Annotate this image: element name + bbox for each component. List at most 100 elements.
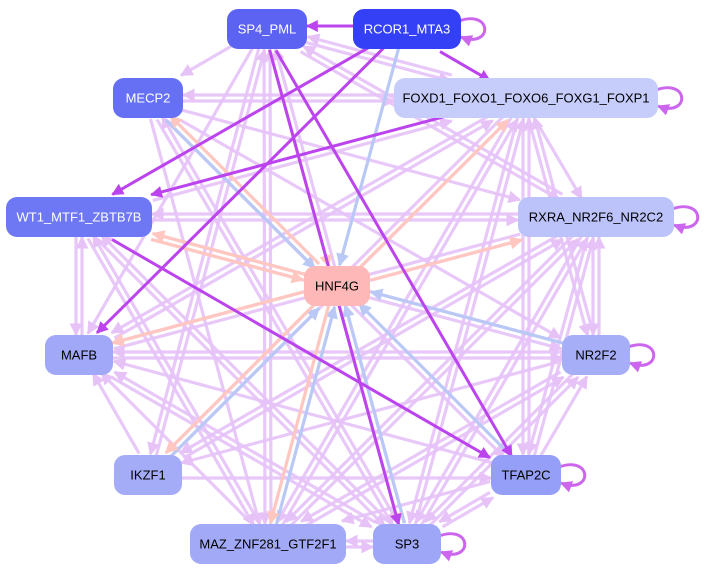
edge-sp4-to-maz	[258, 49, 272, 526]
edge-mafb-to-sp3	[110, 375, 373, 529]
edge-foxd1-to-maz	[275, 115, 514, 524]
edge-foxd1-to-sp4	[306, 33, 453, 77]
edge-foxd1-to-mafb	[110, 114, 491, 335]
node-label-ikzf1: IKZF1	[130, 468, 165, 483]
edge-hnf4g-to-mecp2	[169, 114, 321, 266]
node-rcor1[interactable]: RCOR1_MTA3	[353, 9, 461, 49]
edge-tfap2c-to-hnf4g	[357, 302, 510, 455]
edge-maz-to-sp4	[263, 47, 277, 524]
self-loop-nr2f2	[627, 343, 656, 373]
node-box-hnf4g[interactable]	[304, 266, 370, 306]
edge-hnf4g-to-rxra	[370, 236, 523, 282]
edge-rcor1-to-wt1	[111, 45, 372, 196]
edge-wt1-to-hnf4g	[150, 237, 305, 284]
edge-sp4-to-foxd1	[305, 41, 452, 85]
node-label-rxra: RXRA_NR2F6_NR2C2	[529, 210, 663, 225]
node-label-tfap2c: TFAP2C	[501, 468, 550, 483]
node-wt1[interactable]: WT1_MTF1_ZBTB7B	[6, 197, 152, 237]
edge-foxd1-to-rxra	[533, 118, 584, 200]
edge-ikzf1-to-rxra	[182, 238, 564, 460]
edge-wt1-to-tfap2c	[111, 238, 491, 459]
edge-rcor1-to-foxd1	[439, 50, 492, 82]
node-nr2f2[interactable]: NR2F2	[562, 335, 630, 375]
edge-hnf4g-to-wt1	[151, 230, 306, 276]
node-box-sp3[interactable]	[373, 524, 441, 564]
node-box-rcor1[interactable]	[353, 9, 461, 49]
edge-ikzf1-to-mafb	[91, 372, 141, 455]
edge-hnf4g-to-ikzf1	[164, 302, 317, 455]
edge-sp3-to-tfap2c	[441, 496, 495, 529]
edge-sp3-to-foxd1	[413, 117, 527, 526]
edge-mecp2-to-rxra	[181, 108, 522, 204]
edge-rxra-to-ikzf1	[179, 233, 561, 455]
node-box-nr2f2[interactable]	[562, 335, 630, 375]
node-box-sp4[interactable]	[227, 9, 307, 49]
node-label-foxd1: FOXD1_FOXO1_FOXO6_FOXG1_FOXP1	[402, 91, 649, 106]
node-box-foxd1[interactable]	[394, 78, 658, 118]
edge-hnf4g-to-mafb	[110, 290, 304, 347]
edge-hnf4g-to-maz	[267, 304, 331, 525]
edge-rxra-to-maz	[284, 233, 575, 524]
node-box-maz[interactable]	[190, 524, 346, 564]
node-box-mafb[interactable]	[45, 335, 113, 375]
edge-foxd1-to-wt1	[150, 113, 451, 198]
node-sp4[interactable]: SP4_PML	[227, 9, 307, 49]
node-label-sp3: SP3	[395, 537, 420, 552]
edge-sp3-to-hnf4g	[342, 303, 407, 524]
edge-hnf4g-to-foxd1	[358, 118, 510, 270]
edge-mecp2-to-nr2f2	[180, 119, 562, 340]
node-label-wt1: WT1_MTF1_ZBTB7B	[17, 210, 142, 225]
node-rxra[interactable]: RXRA_NR2F6_NR2C2	[518, 197, 674, 237]
edge-tfap2c-to-nr2f2	[538, 375, 589, 458]
node-label-nr2f2: NR2F2	[575, 348, 616, 363]
edge-mecp2-to-maz	[148, 118, 263, 527]
node-box-mecp2[interactable]	[113, 78, 183, 118]
edge-sp4-to-mecp2	[179, 45, 232, 77]
edge-maz-to-wt1	[91, 234, 261, 524]
edge-sp3-to-mafb	[113, 370, 376, 524]
node-tfap2c[interactable]: TFAP2C	[491, 455, 561, 495]
node-label-mafb: MAFB	[61, 348, 97, 363]
edge-maz-to-foxd1	[280, 118, 519, 527]
node-ikzf1[interactable]: IKZF1	[114, 455, 182, 495]
edge-mecp2-to-hnf4g	[164, 118, 316, 270]
node-mafb[interactable]: MAFB	[45, 335, 113, 375]
self-loop-rxra	[671, 205, 700, 235]
edge-layer	[69, 20, 606, 554]
node-box-ikzf1[interactable]	[114, 455, 182, 495]
self-loop-tfap2c	[558, 463, 587, 493]
node-box-rxra[interactable]	[518, 197, 674, 237]
self-loop-layer	[438, 17, 700, 562]
node-label-hnf4g: HNF4G	[315, 279, 359, 294]
edge-mecp2-to-sp3	[155, 118, 395, 527]
self-loop-sp3	[438, 532, 467, 562]
edge-sp4-to-ikzf1	[147, 47, 261, 456]
edge-mafb-to-foxd1	[113, 119, 494, 340]
node-box-wt1[interactable]	[6, 197, 152, 237]
edge-maz-to-mafb	[99, 371, 252, 524]
node-label-maz: MAZ_ZNF281_GTF2F1	[199, 537, 336, 552]
node-hnf4g[interactable]: HNF4G	[304, 266, 370, 306]
node-label-sp4: SP4_PML	[238, 22, 297, 37]
edge-sp4-to-tfap2c	[274, 49, 514, 458]
node-sp3[interactable]: SP3	[373, 524, 441, 564]
edge-ikzf1-to-hnf4g	[168, 306, 321, 459]
edge-rcor1-to-mafb	[95, 45, 386, 334]
edge-sp3-to-rxra	[419, 237, 589, 527]
node-maz[interactable]: MAZ_ZNF281_GTF2F1	[190, 524, 346, 564]
self-loop-rcor1	[458, 17, 487, 47]
edge-nr2f2-to-hnf4g	[369, 288, 564, 345]
self-loop-foxd1	[655, 86, 684, 116]
node-mecp2[interactable]: MECP2	[113, 78, 183, 118]
node-foxd1[interactable]: FOXD1_FOXO1_FOXO6_FOXG1_FOXP1	[394, 78, 658, 118]
edge-rcor1-to-hnf4g	[336, 47, 401, 267]
node-label-mecp2: MECP2	[126, 91, 171, 106]
node-box-tfap2c[interactable]	[491, 455, 561, 495]
node-label-rcor1: RCOR1_MTA3	[364, 22, 450, 37]
edge-maz-to-hnf4g	[274, 305, 338, 526]
edge-sp3-to-mecp2	[160, 115, 400, 524]
edge-maz-to-rxra	[289, 237, 580, 528]
